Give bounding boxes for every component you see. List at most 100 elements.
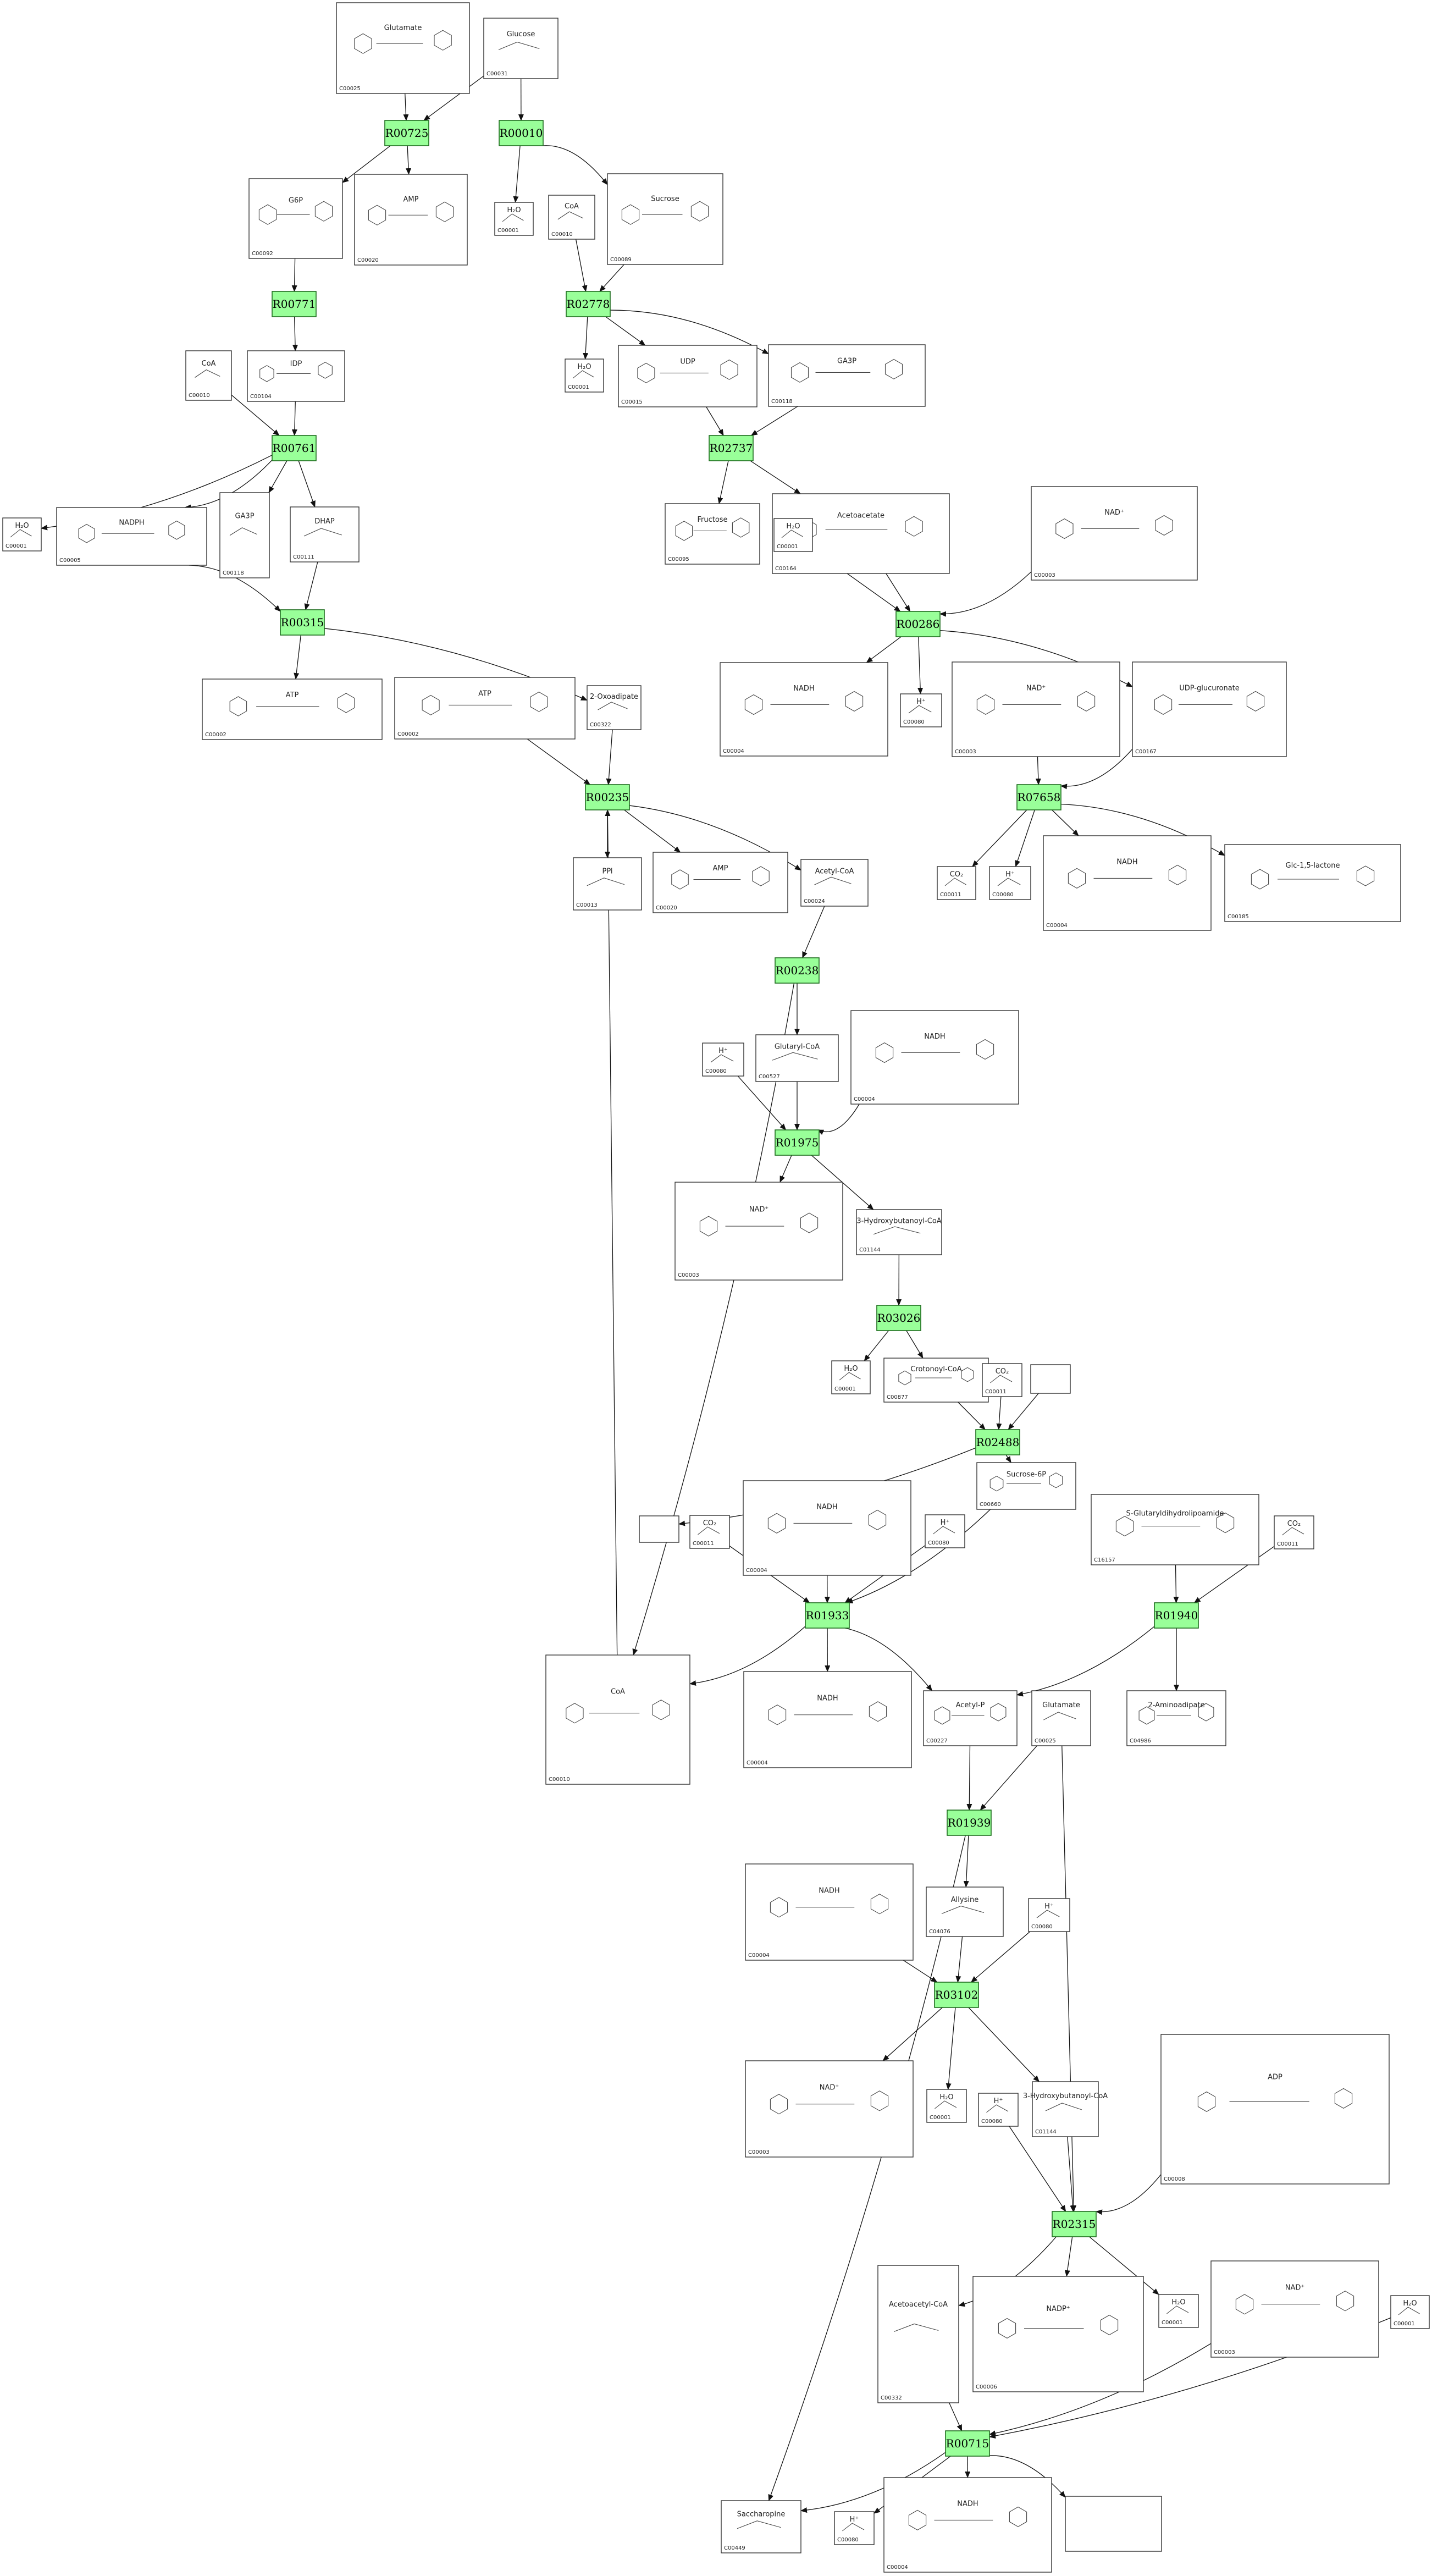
- reaction-node[interactable]: R00715: [945, 2430, 990, 2457]
- reaction-node[interactable]: R02488: [975, 1429, 1020, 1455]
- compound-id: C00080: [981, 2119, 1003, 2125]
- compound-node[interactable]: [639, 1515, 679, 1543]
- reaction-node[interactable]: R01939: [947, 1810, 992, 1836]
- reaction-node[interactable]: R01975: [775, 1129, 820, 1156]
- compound-node[interactable]: NAD⁺C00003: [674, 1182, 843, 1281]
- reaction-node[interactable]: R00286: [895, 611, 941, 637]
- compound-node[interactable]: NAD⁺C00003: [1210, 2260, 1379, 2358]
- reaction-node[interactable]: R02737: [709, 435, 754, 461]
- compound-node[interactable]: NADP⁺C00006: [972, 2276, 1144, 2392]
- reaction-node[interactable]: R01933: [805, 1602, 850, 1629]
- reaction-node[interactable]: R00771: [272, 291, 317, 317]
- reaction-node[interactable]: R00235: [585, 784, 630, 810]
- compound-node[interactable]: H⁺C00080: [834, 2511, 875, 2545]
- reaction-node[interactable]: R02315: [1052, 2211, 1097, 2237]
- pathway-edge: [403, 93, 409, 121]
- compound-node[interactable]: H⁺C00080: [978, 2093, 1019, 2127]
- compound-box: [952, 661, 1120, 757]
- compound-node[interactable]: H⁺C00080: [900, 693, 942, 727]
- pathway-edge: [717, 460, 729, 504]
- compound-node[interactable]: H⁺C00080: [1028, 1898, 1070, 1932]
- compound-node[interactable]: [1065, 2496, 1162, 2552]
- reaction-node[interactable]: R07658: [1016, 784, 1061, 810]
- compound-node[interactable]: H⁺C00080: [989, 866, 1031, 900]
- reaction-id: R03102: [935, 1988, 978, 2001]
- reaction-node[interactable]: R02778: [566, 291, 611, 317]
- compound-node[interactable]: [1030, 1364, 1071, 1394]
- reaction-node[interactable]: R00315: [280, 609, 325, 636]
- reaction-node[interactable]: R00761: [272, 435, 317, 461]
- reaction-node[interactable]: R03026: [876, 1305, 921, 1331]
- reaction-node[interactable]: R00238: [775, 957, 820, 984]
- reaction-node[interactable]: R00725: [384, 120, 429, 146]
- compound-node[interactable]: H⁺C00080: [925, 1514, 965, 1548]
- reaction-node[interactable]: R03102: [934, 1982, 979, 2008]
- compound-formula: CoA: [565, 202, 579, 211]
- reaction-node[interactable]: R00010: [499, 120, 544, 146]
- reaction-node[interactable]: R01940: [1154, 1602, 1199, 1629]
- compound-node[interactable]: H⁺C00080: [702, 1042, 744, 1077]
- compound-formula: Allysine: [951, 1896, 978, 1904]
- compound-node[interactable]: NAD⁺C00003: [745, 2060, 914, 2158]
- compound-node[interactable]: NAD⁺C00003: [1031, 486, 1198, 581]
- compound-id: C00449: [724, 2545, 745, 2551]
- compound-node[interactable]: NAD⁺C00003: [952, 661, 1120, 757]
- reaction-id: R03026: [877, 1311, 921, 1325]
